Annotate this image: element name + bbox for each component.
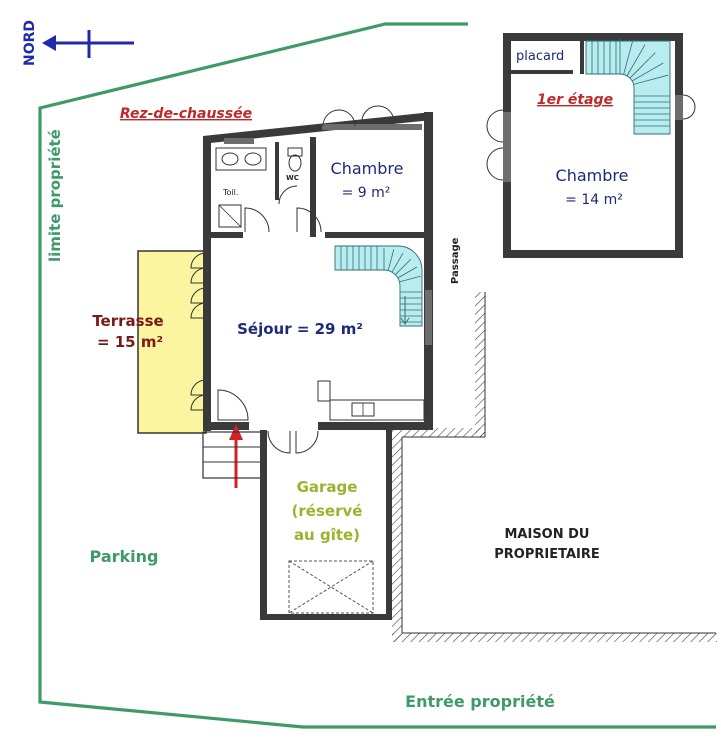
placard-label: placard: [516, 49, 564, 64]
toilet-icon: [288, 154, 302, 172]
terrace-area-label: = 15 m²: [97, 333, 163, 351]
living-room-label: Séjour = 29 m²: [237, 320, 363, 338]
garage-door: [288, 560, 374, 614]
stair-tread: [623, 39, 634, 75]
terrace: Terrasse = 15 m²: [92, 250, 207, 434]
wc-label: WC: [286, 174, 299, 182]
stair-tread: [397, 266, 418, 279]
bedroom1-windows: [322, 105, 395, 127]
compass: NORD: [22, 20, 134, 66]
sink-icon: [221, 152, 239, 166]
bedroom-door-swing: [296, 207, 322, 233]
bathroom-fixtures: Toil. WC: [215, 147, 322, 233]
toilette-label: Toil.: [222, 188, 238, 197]
stair-tread: [395, 258, 412, 275]
ground-floor-walls: [203, 112, 433, 431]
stair-tread: [387, 249, 395, 271]
stair-tread: [399, 275, 421, 283]
kitchen-counter: [317, 380, 425, 421]
compass-label: NORD: [22, 20, 38, 66]
shower-icon: [218, 204, 242, 228]
terrace-area: [137, 250, 207, 434]
stair-tread: [391, 252, 404, 273]
property-boundary-line: [38, 22, 716, 729]
bedroom1-name: Chambre: [331, 159, 404, 178]
bedroom2-area: = 14 m²: [565, 192, 623, 208]
toilet-tank: [287, 147, 303, 157]
passage-label: Passage: [450, 237, 461, 284]
bedroom1-area: = 9 m²: [342, 185, 391, 201]
ground-floor-title: Rez-de-chaussée: [120, 106, 252, 122]
first-floor-plan: placard 1er étage Chambre = 14 m²: [486, 33, 696, 258]
stair-tread: [626, 44, 646, 77]
garage-label-line3: au gîte): [294, 526, 360, 544]
entrance-door: [217, 389, 249, 488]
bedroom2-name: Chambre: [556, 166, 629, 185]
bathroom-door-swing: [244, 207, 270, 233]
stair-tread: [631, 62, 664, 82]
ground-floor-staircase: [334, 245, 423, 327]
entrance-label: Entrée propriété: [405, 692, 555, 711]
stair-tread: [629, 52, 656, 79]
owner-house-label-line1: MAISON DU: [504, 527, 589, 542]
first-floor-staircase: [585, 40, 671, 135]
first-floor-title: 1er étage: [537, 92, 613, 108]
double-sink: [215, 147, 267, 171]
garage-label-line1: Garage: [297, 478, 358, 496]
garage-label-line2: (réservé: [292, 502, 363, 520]
wc-door-swing: [278, 185, 298, 205]
sink-icon: [244, 152, 262, 166]
garage: Garage (réservé au gîte): [260, 430, 392, 620]
owner-house-outline: MAISON DU PROPRIETAIRE: [392, 292, 717, 642]
north-arrow-icon: [42, 35, 56, 51]
owner-house-label-line2: PROPRIETAIRE: [494, 547, 600, 562]
terrace-name: Terrasse: [92, 312, 163, 330]
parking-label: Parking: [90, 547, 159, 566]
boundary-side-label: limite propriété: [46, 129, 64, 262]
stair-tread: [633, 74, 669, 85]
property-boundary: [38, 22, 716, 729]
